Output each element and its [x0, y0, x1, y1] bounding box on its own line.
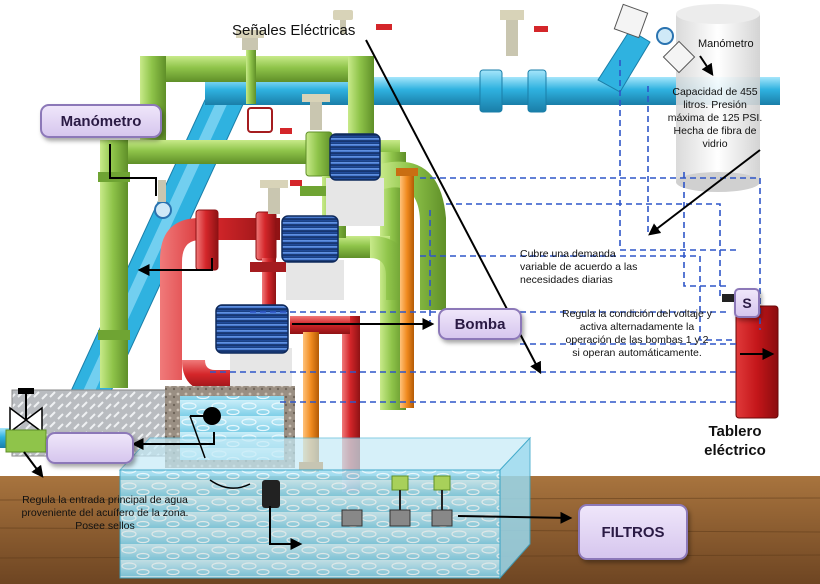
manometro-tank-label: Manómetro [698, 38, 754, 50]
demand-note-label: Cubre una demanda variable de acuerdo a … [520, 248, 638, 286]
motor-3 [215, 304, 289, 354]
tank-capacity-label: Capacidad de 455 litros. Presión máxima … [667, 86, 763, 150]
motor-pedestals [230, 178, 384, 388]
pressure-tank [676, 4, 760, 192]
annotation-arrows [23, 39, 775, 550]
inlet-regulation-label: Regula la entrada principal de agua prov… [21, 494, 189, 532]
filtros-box: FILTROS [578, 504, 688, 560]
senales-electricas-label: Señales Eléctricas [232, 22, 356, 39]
empty-label-box [46, 432, 134, 464]
pump-motors [215, 133, 381, 354]
float-switch [189, 407, 221, 459]
motor-2 [281, 215, 339, 263]
s-switch-box: S [734, 288, 760, 318]
valves [236, 10, 548, 214]
filter-units [262, 475, 453, 527]
voltage-regulation-label: Regula la condición del voltaje y activa… [562, 308, 713, 359]
signal-lines [210, 60, 761, 403]
motor-1 [329, 133, 381, 181]
tablero-electrico-label: Tablero eléctrico [704, 423, 766, 459]
manometro-box: Manómetro [40, 104, 162, 138]
gauges [154, 3, 696, 219]
bomba-box: Bomba [438, 308, 522, 340]
inlet-valve [5, 388, 47, 453]
